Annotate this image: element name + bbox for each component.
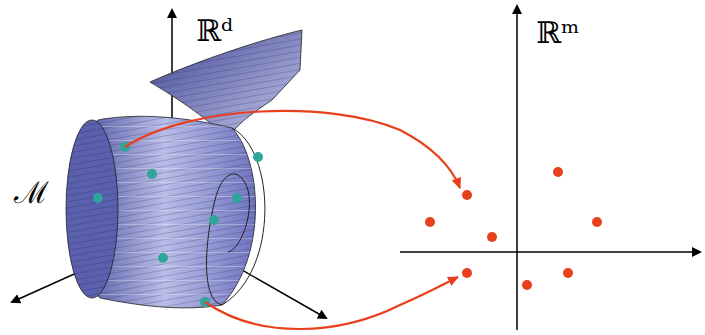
manifold-label: ℳ [14,178,49,208]
space-label: ℝᵐ [536,18,579,48]
space-label: ℝᵈ [196,16,233,46]
